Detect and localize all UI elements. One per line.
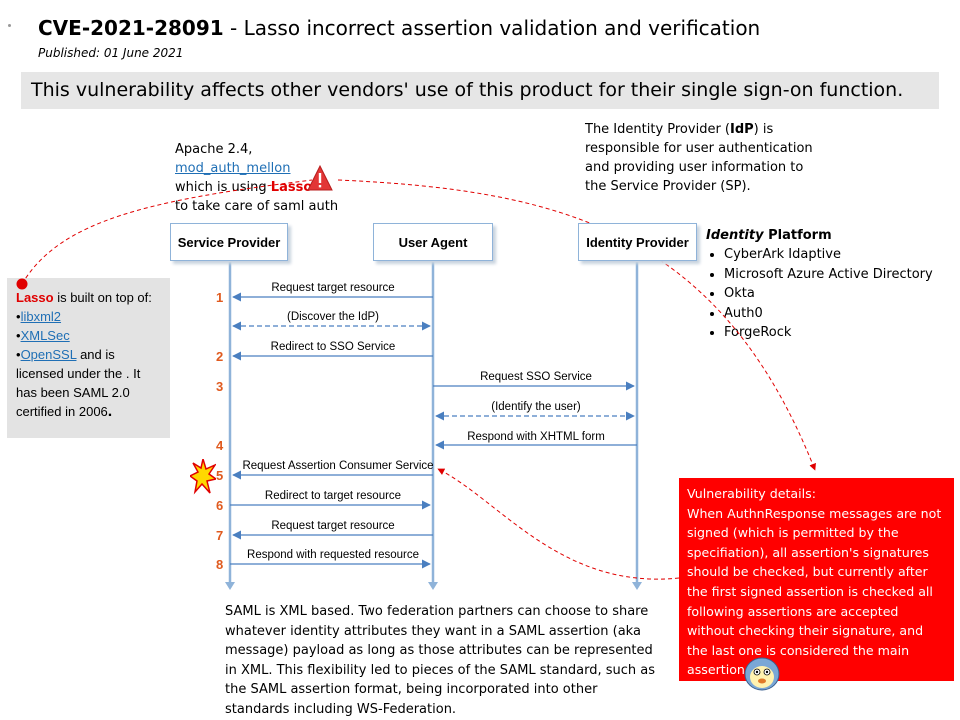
step-number: 3 bbox=[216, 379, 223, 394]
step-number: 1 bbox=[216, 290, 223, 305]
step-number: 5 bbox=[216, 468, 223, 483]
msg-label: Respond with requested resource bbox=[233, 549, 433, 561]
vuln-heading: Vulnerability details: bbox=[687, 484, 946, 504]
vuln-body: When AuthnResponse messages are not sign… bbox=[687, 504, 946, 680]
msg-label: Request target resource bbox=[233, 282, 433, 294]
red-dot bbox=[17, 279, 28, 290]
lifeline-end-idp bbox=[632, 582, 642, 590]
red-curve-to-acs bbox=[438, 469, 679, 579]
saml-description: SAML is XML based. Two federation partne… bbox=[225, 602, 655, 719]
vulnerability-details-box: Vulnerability details: When AuthnRespons… bbox=[679, 478, 954, 681]
msg-label: Redirect to target resource bbox=[233, 490, 433, 502]
step-number: 7 bbox=[216, 528, 223, 543]
step-number: 8 bbox=[216, 557, 223, 572]
explosion-icon bbox=[190, 459, 216, 495]
msg-label: Request target resource bbox=[233, 520, 433, 532]
msg-label: (Discover the IdP) bbox=[233, 311, 433, 323]
actor-identity-provider: Identity Provider bbox=[578, 223, 697, 261]
msg-label: Redirect to SSO Service bbox=[233, 341, 433, 353]
msg-label: Respond with XHTML form bbox=[436, 431, 636, 443]
lifeline-end-sp bbox=[225, 582, 235, 590]
actor-user-agent: User Agent bbox=[373, 223, 493, 261]
step-number: 4 bbox=[216, 438, 223, 453]
msg-label: (Identify the user) bbox=[436, 401, 636, 413]
actor-service-provider: Service Provider bbox=[170, 223, 288, 261]
msg-label: Request Assertion Consumer Service bbox=[233, 460, 443, 472]
lifeline-end-ua bbox=[428, 582, 438, 590]
step-number: 2 bbox=[216, 349, 223, 364]
warning-icon bbox=[308, 166, 332, 190]
mascot-icon bbox=[742, 650, 782, 692]
step-number: 6 bbox=[216, 498, 223, 513]
msg-label: Request SSO Service bbox=[436, 371, 636, 383]
